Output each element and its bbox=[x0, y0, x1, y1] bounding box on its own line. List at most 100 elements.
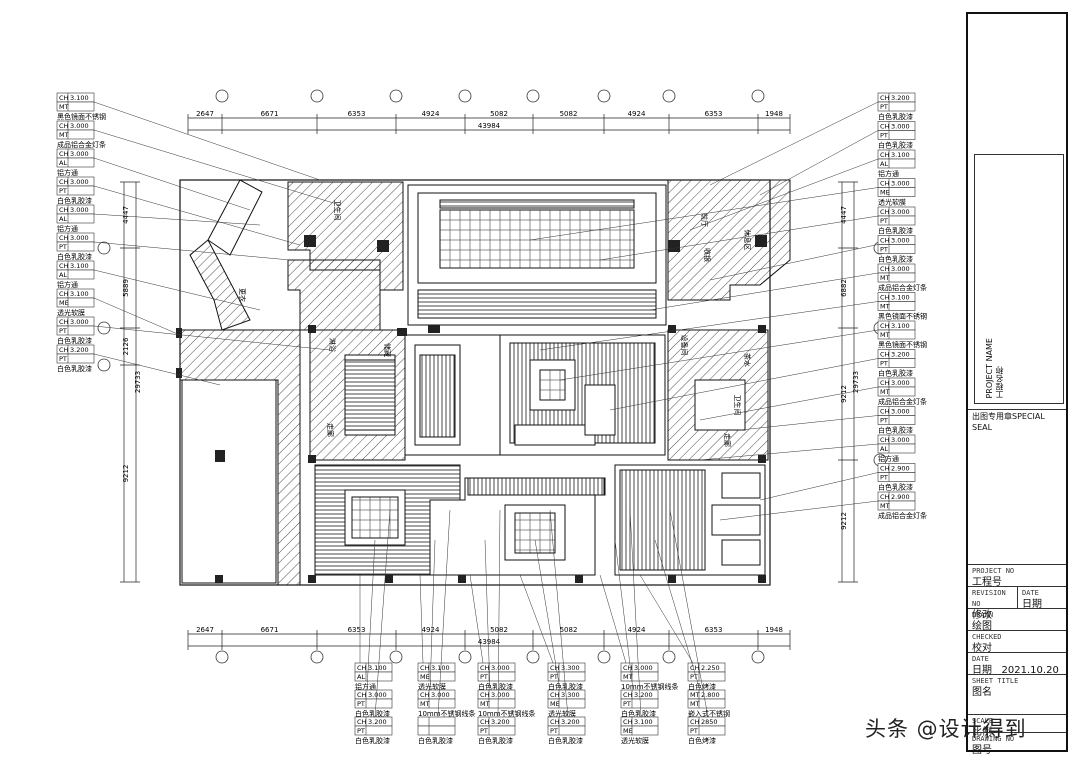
tag-code: CH bbox=[59, 150, 69, 158]
tag-sub: MT bbox=[59, 103, 69, 111]
tag-value: 3.200 bbox=[634, 691, 653, 699]
tag-value: 3.100 bbox=[70, 290, 89, 298]
tag-code: CH bbox=[420, 664, 430, 672]
tag-code: CH bbox=[880, 123, 890, 131]
tag-sub: PT bbox=[690, 673, 698, 681]
room-labels: 卫生间更衣淋浴储藏走廊前厅休息区设备间茶水卫生间走廊收银 bbox=[238, 200, 752, 448]
room-label: 收银 bbox=[703, 248, 712, 262]
date-cn: 日期 bbox=[1022, 599, 1042, 610]
top-dim-label: 6353 bbox=[348, 110, 366, 118]
tag-sub: PT bbox=[880, 474, 888, 482]
drawn-en: DRAWN bbox=[972, 611, 994, 619]
tag-value: 3.200 bbox=[561, 718, 580, 726]
tag-value: 3.100 bbox=[368, 664, 387, 672]
tag-code: CH bbox=[550, 691, 560, 699]
tag-sub: AL bbox=[59, 215, 67, 223]
bottom-dim-label: 4924 bbox=[628, 626, 646, 634]
tag-value: 3.000 bbox=[891, 123, 910, 131]
bottom-axis-bubble bbox=[310, 650, 324, 664]
tag-material: 透光软膜 bbox=[621, 736, 649, 745]
bottom-dim-label: 2647 bbox=[196, 626, 214, 634]
bottom-dim-label: 4924 bbox=[422, 626, 440, 634]
tag-value: 2850 bbox=[701, 718, 718, 726]
tag-sub: PT bbox=[59, 187, 67, 195]
top-total-label: 43984 bbox=[478, 122, 501, 130]
tag-material: 成品铝合金灯条 bbox=[878, 511, 927, 520]
tag-material: 铝方通 bbox=[878, 169, 899, 178]
tag-sub: MT bbox=[59, 131, 69, 139]
tag-material: 铝方通 bbox=[878, 454, 899, 463]
room-label: 走廊 bbox=[326, 423, 335, 437]
tag-code: CH bbox=[880, 351, 890, 359]
tag-box bbox=[56, 185, 95, 196]
tag-material: 黑色镜面不锈钢 bbox=[57, 112, 106, 121]
tag-code: CH bbox=[623, 718, 633, 726]
tag-box bbox=[354, 725, 393, 736]
seal-box: 出图专用章SPECIAL SEAL bbox=[968, 409, 1066, 564]
tag-code: CH bbox=[59, 234, 69, 242]
tag-value: 3.000 bbox=[891, 265, 910, 273]
tag-value: 3.300 bbox=[561, 691, 580, 699]
leader-line bbox=[699, 386, 879, 421]
tag-material: 黑色镜面不锈钢 bbox=[878, 340, 927, 349]
tag-box bbox=[877, 101, 916, 112]
tag-value: 3.300 bbox=[561, 664, 580, 672]
tag-sub: ME bbox=[59, 299, 69, 307]
tag-code: CH bbox=[59, 262, 69, 270]
leader-line bbox=[719, 500, 879, 521]
tag-box bbox=[687, 671, 726, 682]
leader-line bbox=[93, 101, 321, 181]
top-axis-bubble bbox=[310, 89, 324, 103]
tag-code: MT bbox=[690, 691, 700, 699]
tag-code: CH bbox=[550, 664, 560, 672]
tag-code: CH bbox=[480, 664, 490, 672]
tag-material: 白色乳胶漆 bbox=[878, 483, 913, 492]
tag-sub: MT bbox=[880, 388, 890, 396]
sheet-title-cell: SHEET TITLE 图名 bbox=[968, 674, 1066, 714]
room-label: 卫生间 bbox=[733, 395, 742, 416]
date2-en: DATE bbox=[972, 655, 989, 663]
leader-line bbox=[93, 213, 261, 226]
leader-line bbox=[437, 509, 451, 718]
top-axis-bubble bbox=[215, 89, 229, 103]
date2-cn: 日期 bbox=[972, 665, 992, 676]
tag-sub: MT bbox=[880, 274, 890, 282]
tag-code: CH bbox=[880, 151, 890, 159]
project-no-cn: 工程号 bbox=[972, 577, 1002, 588]
tag-sub: PT bbox=[59, 355, 67, 363]
tag-box bbox=[620, 698, 659, 709]
bottom-callout-tag: CH3.300PT白色乳胶漆 bbox=[547, 662, 586, 691]
bottom-dim-label: 6671 bbox=[261, 626, 279, 634]
bottom-dim-label: 6353 bbox=[705, 626, 723, 634]
tag-box bbox=[56, 325, 95, 336]
date-en: DATE bbox=[1022, 589, 1039, 597]
tag-value: 3.000 bbox=[70, 178, 89, 186]
tag-box bbox=[877, 158, 916, 169]
tag-code: CH bbox=[357, 718, 367, 726]
tag-sub: AL bbox=[59, 159, 67, 167]
leader-line bbox=[549, 509, 569, 718]
tag-value: 2.900 bbox=[891, 493, 910, 501]
leader-line bbox=[699, 443, 879, 461]
room-label: 休息区 bbox=[743, 230, 752, 251]
leader-line bbox=[519, 574, 554, 664]
tag-value: 3.100 bbox=[634, 718, 653, 726]
project-no-en: PROJECT NO bbox=[972, 567, 1015, 575]
tag-sub: PT bbox=[550, 727, 558, 735]
tag-code: CH bbox=[880, 237, 890, 245]
tag-value: 3.000 bbox=[634, 664, 653, 672]
tag-material: 白色乳胶漆 bbox=[878, 226, 913, 235]
project-name-en: PROJECT NAME bbox=[985, 338, 994, 399]
leader-line bbox=[366, 539, 376, 691]
leader-line bbox=[419, 574, 424, 664]
tag-box bbox=[417, 725, 456, 736]
scale-en: SCALE bbox=[972, 717, 994, 725]
tag-material: 白色乳胶漆 bbox=[355, 736, 390, 745]
tag-code: CH bbox=[690, 718, 700, 726]
